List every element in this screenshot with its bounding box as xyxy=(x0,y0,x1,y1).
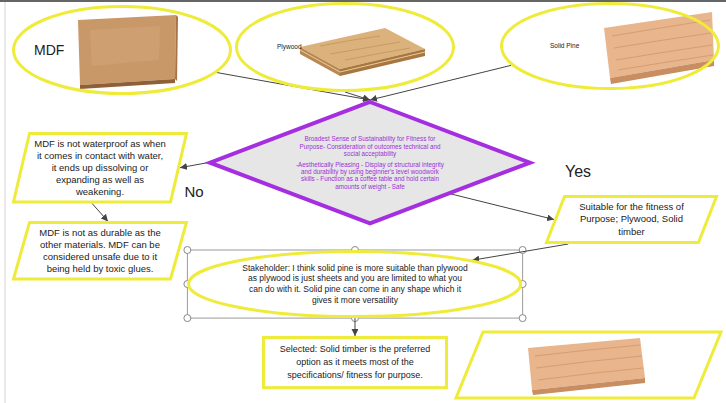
material-name: Solid Pine xyxy=(550,42,579,50)
timber-grain xyxy=(535,345,643,380)
text-group: Stakeholder: I think solid pine is more … xyxy=(240,263,470,306)
ellipse-shape xyxy=(502,4,719,89)
mdf-side xyxy=(175,15,178,81)
plywood-picture xyxy=(300,28,425,76)
selection-handle xyxy=(184,247,191,254)
plywood-ply-line xyxy=(340,52,425,72)
selection-handles xyxy=(184,247,526,322)
plywood-grain xyxy=(320,36,410,60)
page-margin-line xyxy=(5,2,6,403)
ellipse-shape xyxy=(14,7,231,94)
text-group: Broadest Sense of Sustainability for Fit… xyxy=(295,135,445,190)
criteria-text: Broadest Sense of Sustainability for Fit… xyxy=(295,135,445,157)
ellipse-shape xyxy=(189,252,521,317)
material-ellipse: MDF xyxy=(12,5,232,95)
edge-label: Yes xyxy=(563,163,593,181)
stakeholder-ellipse: Stakeholder: I think solid pine is more … xyxy=(187,250,522,318)
result-text: Suitable for the fitness of Purpose; Ply… xyxy=(569,201,694,238)
reason-parallelogram: MDF is not waterproof as when it comes i… xyxy=(12,132,188,203)
reason-parallelogram: MDF is not as durable as the other mater… xyxy=(12,221,188,281)
reason-text: MDF is not waterproof as when it comes i… xyxy=(34,138,166,197)
timber-edge xyxy=(532,378,645,395)
selection-text: Selected: Solid timber is the preferred … xyxy=(270,343,440,382)
material-ellipse: Plywood xyxy=(235,2,455,92)
selection-handle xyxy=(519,315,526,322)
decision-diamond: Broadest Sense of Sustainability for Fit… xyxy=(208,100,532,225)
text-group: Suitable for the fitness of Purpose; Ply… xyxy=(569,201,694,238)
text-group: Solid Pine xyxy=(550,42,579,50)
text-group: MDF xyxy=(34,42,64,59)
connector-arrow xyxy=(451,194,554,220)
material-name: Plywood xyxy=(277,43,302,51)
result-parallelogram: Suitable for the fitness of Purpose; Ply… xyxy=(545,195,718,244)
picture-frame-parallelogram xyxy=(456,332,721,398)
mdf-sheen xyxy=(90,26,160,66)
material-ellipse-outline xyxy=(500,2,720,90)
text-group: MDF is not waterproof as when it comes i… xyxy=(34,138,166,197)
mdf-board-picture xyxy=(78,15,178,89)
text-group: Selected: Solid timber is the preferred … xyxy=(270,343,440,382)
text-group: Plywood xyxy=(277,43,302,51)
solid-pine-picture xyxy=(604,12,714,84)
connector-arrow xyxy=(472,244,568,260)
connector-arrow xyxy=(92,203,108,221)
para-shape xyxy=(547,197,717,243)
mdf-edge xyxy=(80,79,175,89)
rect-shape xyxy=(264,338,447,388)
diamond-shape xyxy=(210,102,530,223)
ellipse-shape xyxy=(237,4,454,91)
plywood-edge-front xyxy=(300,47,340,76)
para-shape xyxy=(14,134,187,202)
material-ellipse: Solid Pine xyxy=(500,2,720,90)
stakeholder-text: Stakeholder: I think solid pine is more … xyxy=(240,263,470,306)
edge-label: No xyxy=(182,183,205,200)
connector-arrow xyxy=(345,92,370,100)
para-shape xyxy=(14,223,187,280)
connector-arrow xyxy=(370,65,511,100)
text-group: MDF is not as durable as the other mater… xyxy=(34,227,166,275)
selection-frame xyxy=(187,250,522,318)
connector-arrow xyxy=(354,318,355,336)
material-ellipse-outline xyxy=(235,2,455,92)
selection-box: Selected: Solid timber is the preferred … xyxy=(262,336,448,389)
mdf-face xyxy=(78,15,176,85)
selection-handle xyxy=(184,315,191,322)
reason-text: MDF is not as durable as the other mater… xyxy=(34,227,166,275)
criteria-text: -Aesthetically Pleasing - Display of str… xyxy=(295,161,445,190)
page-rule xyxy=(0,0,726,2)
solid-timber-picture xyxy=(528,338,645,395)
connector-arrow xyxy=(180,163,208,168)
material-name: MDF xyxy=(34,42,64,59)
pine-grain xyxy=(612,20,713,70)
